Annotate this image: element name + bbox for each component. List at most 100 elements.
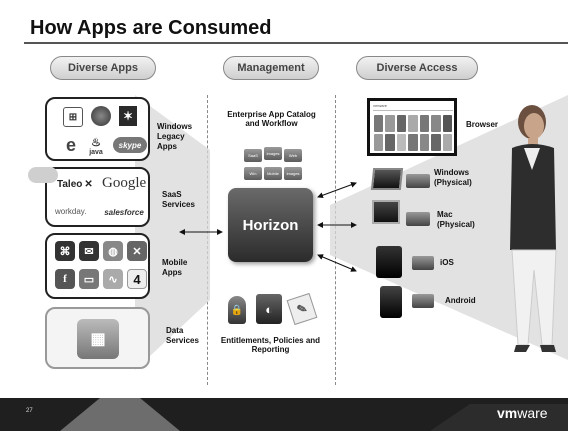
- footer-accent-right: [430, 404, 568, 431]
- catalog-caption: Enterprise App Catalog and Workflow: [227, 110, 316, 128]
- browser-app-icon: [442, 134, 452, 151]
- woman-top: [510, 144, 556, 250]
- workday-logo: workday.: [55, 207, 87, 216]
- stocks-app-icon: ∿: [103, 269, 123, 289]
- citrix-app-icon: ⌘: [55, 241, 75, 261]
- java-icon: ♨java: [89, 137, 103, 156]
- android-label: Android: [445, 296, 476, 305]
- browser-window: vmware: [367, 98, 457, 156]
- mac-monitor-icon: [372, 200, 400, 224]
- taleo-text: Taleo: [57, 179, 83, 190]
- mac-desktop-icon: [406, 212, 430, 226]
- catalog-tile: Web: [284, 149, 302, 162]
- woman-shoe-left: [514, 345, 530, 352]
- title-bar: How Apps are Consumed: [0, 0, 568, 44]
- browser-brand: vmware: [373, 103, 388, 108]
- ipad-icon: [376, 246, 402, 278]
- ios-label: iOS: [440, 258, 454, 267]
- woman-neck: [528, 138, 538, 148]
- app-grid-icon: ⊞: [63, 107, 83, 127]
- header-management: Management: [223, 56, 319, 80]
- footer-bar: [0, 398, 568, 431]
- browser-app-icon: [408, 134, 418, 151]
- vmware-logo-vm: vm: [497, 405, 518, 421]
- browser-app-icon: [385, 134, 395, 151]
- footer-accent: [60, 398, 180, 431]
- saas-label: SaaS Services: [162, 190, 195, 209]
- woman-face: [524, 113, 544, 139]
- java-label: java: [89, 149, 103, 156]
- woman-collar: [524, 148, 540, 170]
- tv-app-icon: ▭: [79, 269, 99, 289]
- mobile-apps-label: Mobile Apps: [162, 258, 188, 277]
- mac-label: Mac (Physical): [437, 210, 475, 229]
- windows-apps-label: Windows Legacy Apps: [157, 122, 193, 151]
- internet-explorer-icon: e: [65, 134, 76, 155]
- catalog-tile: Images: [264, 147, 282, 160]
- globe-app-icon: ◍: [103, 241, 123, 261]
- catalog-tile: SaaS: [244, 149, 262, 162]
- browser-label: Browser: [466, 120, 499, 129]
- windows-apps-box: ⊞ ✶ e ♨java skype: [45, 97, 150, 161]
- android-device-icon: [380, 286, 402, 318]
- ios-desktop-icon: [412, 256, 434, 270]
- mail-app-icon: ✕: [127, 241, 147, 261]
- right-fan: [330, 95, 568, 360]
- page-number: 27: [26, 408, 33, 414]
- taleo-mark-icon: ✕: [84, 179, 93, 190]
- catalog-tile: Win: [244, 167, 262, 180]
- browser-app-icon: [374, 134, 384, 151]
- windows-laptop-icon: [370, 168, 404, 190]
- header-diverse-access: Diverse Access: [356, 56, 478, 80]
- salesforce-logo: salesforce: [104, 207, 144, 217]
- browser-app-icon: [431, 134, 441, 151]
- browser-app-icon: [396, 115, 407, 132]
- saas-box: Taleo✕ Google workday. salesforce: [45, 167, 150, 227]
- browser-app-grid: [374, 115, 452, 151]
- windows-desktop-icon: [406, 174, 430, 188]
- horizon-hub: Horizon: [228, 188, 313, 262]
- cloud-icon: [28, 167, 58, 183]
- browser-app-icon: [442, 115, 452, 132]
- mobile-apps-box: ⌘ ✉ ◍ ✕ f ▭ ∿ 4: [45, 233, 150, 299]
- acrobat-icon: ✶: [119, 106, 137, 126]
- browser-app-icon: [396, 134, 407, 151]
- browser-app-icon: [385, 115, 395, 132]
- data-services-box: ▦: [45, 307, 150, 369]
- vmware-logo-ware: ware: [517, 405, 548, 421]
- left-fan: [135, 95, 210, 370]
- woman-figure: [510, 105, 557, 352]
- browser-app-icon: [408, 115, 418, 132]
- slide-title: How Apps are Consumed: [30, 17, 272, 39]
- woman-shoe-right: [540, 345, 556, 352]
- windows-label: Windows (Physical): [434, 168, 472, 187]
- database-icon: ▦: [77, 319, 119, 359]
- skype-icon: skype: [113, 137, 147, 153]
- facebook-app-icon: f: [55, 269, 75, 289]
- gauge-icon: ◐: [256, 294, 282, 324]
- calendar-app-icon: 4: [127, 269, 147, 289]
- woman-pants: [511, 249, 557, 346]
- entitlements-caption: Entitlements, Policies and Reporting: [220, 336, 321, 354]
- browser-app-icon: [419, 115, 430, 132]
- catalog-tile: Mobile: [264, 167, 282, 180]
- taleo-logo: Taleo✕: [57, 179, 93, 190]
- browser-app-icon: [431, 115, 441, 132]
- google-logo: Google: [102, 175, 147, 191]
- browser-toolbar: [373, 110, 453, 111]
- app-catalog-graphic: SaaS Images Web Win Mobile Images: [242, 143, 304, 189]
- data-services-label: Data Services: [166, 326, 199, 345]
- lock-icon: 🔒: [228, 296, 246, 324]
- browser-app-icon: [374, 115, 384, 132]
- browser-app-icon: [419, 134, 430, 151]
- chat-app-icon: ✉: [79, 241, 99, 261]
- firefox-icon: [91, 106, 111, 126]
- vmware-logo: vmware: [497, 405, 548, 421]
- horizon-windows-arrow: [317, 181, 357, 199]
- catalog-tile: Images: [284, 167, 302, 180]
- header-diverse-apps: Diverse Apps: [50, 56, 156, 80]
- title-rule: [24, 42, 568, 44]
